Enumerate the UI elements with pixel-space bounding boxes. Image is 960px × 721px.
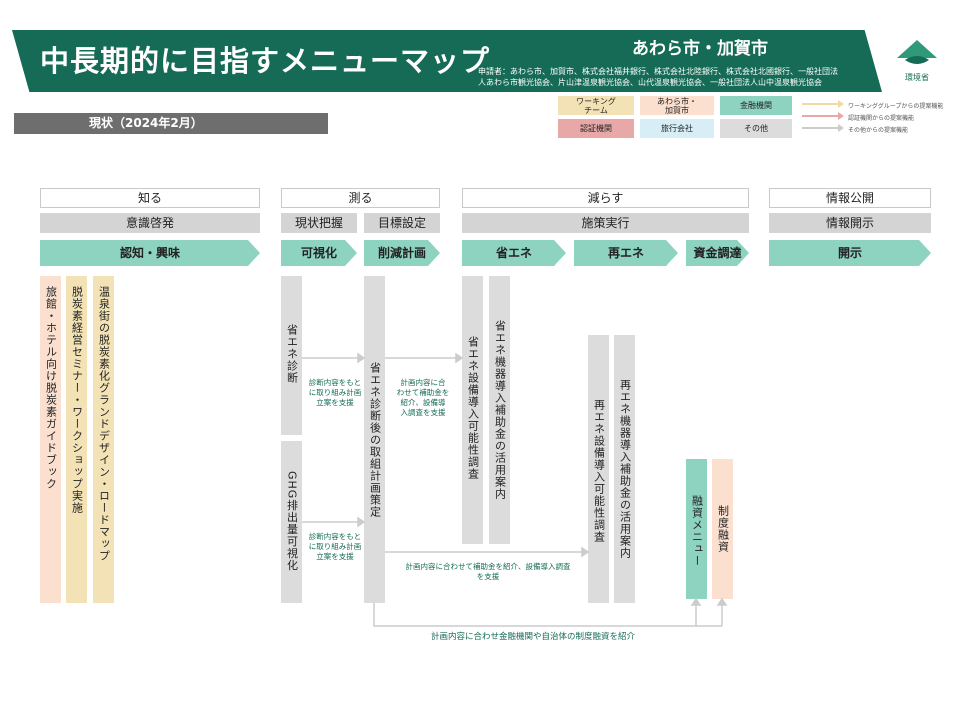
ministry-label: 環境省 (905, 73, 929, 82)
bar-finance-menu: 融資メニュー (686, 459, 707, 599)
bar-guidebook-label: 旅館・ホテル向け脱炭素ガイドブック (44, 286, 58, 490)
phase-know: 知る (40, 188, 260, 208)
phase-disclose: 情報公開 (769, 188, 931, 208)
phase-reduce: 減らす (462, 188, 749, 208)
page-title: 中長期的に目指すメニューマップ (40, 44, 491, 78)
step-energy-saving: 省エネ (462, 240, 566, 266)
legend-financial: 金融機関 (720, 96, 792, 115)
bar-ee-subsidy-label: 省エネ機器導入補助金の活用案内 (493, 320, 507, 500)
subphase-assess: 現状把握 (281, 213, 357, 233)
note-plan-support-2: 診断内容をもと に取り組み計画 立案を支援 (308, 532, 362, 561)
step-visualize: 可視化 (281, 240, 357, 266)
legend-other: その他 (720, 119, 792, 138)
subphase-disclosure: 情報開示 (769, 213, 931, 233)
bar-ee-subsidy: 省エネ機器導入補助金の活用案内 (489, 276, 510, 544)
legend-arrow-other: その他からの提案機能 (848, 127, 909, 134)
step-disclose: 開示 (769, 240, 931, 266)
step-reduction-plan: 削減計画 (364, 240, 440, 266)
subphase-awareness: 意識啓発 (40, 213, 260, 233)
ministry-logo-icon (893, 36, 941, 84)
note-subsidy-re: 計画内容に合わせて補助金を紹介、設備導入調査 を支援 (405, 562, 571, 581)
bar-re-feasibility: 再エネ設備導入可能性調査 (588, 335, 609, 603)
legend-working-team: ワーキング チーム (558, 96, 634, 115)
bar-plan-label: 省エネ診断後の取組計画策定 (368, 362, 382, 518)
bar-re-subsidy-label: 再エネ機器導入補助金の活用案内 (618, 379, 632, 559)
legend-arrow-wg: ワーキンググループからの提案機能 (848, 103, 944, 110)
bar-re-feasibility-label: 再エネ設備導入可能性調査 (592, 399, 606, 543)
legend-certification: 認証機関 (558, 119, 634, 138)
bar-finance-menu-label: 融資メニュー (690, 495, 704, 567)
bar-seminar: 脱炭素経営セミナー・ワークショップ実施 (66, 276, 87, 603)
bar-re-subsidy: 再エネ機器導入補助金の活用案内 (614, 335, 635, 603)
step-awareness-interest: 認知・興味 (40, 240, 260, 266)
bar-guidebook: 旅館・ホテル向け脱炭素ガイドブック (40, 276, 61, 603)
legend-arrows (802, 100, 844, 132)
bar-energy-audit: 省エネ診断 (281, 276, 302, 435)
note-loan-intro: 計画内容に合わせ金融機関や自治体の制度融資を紹介 (430, 632, 635, 642)
legend-arrow-cert: 認証機関からの提案機能 (848, 115, 915, 122)
legend-travel: 旅行会社 (640, 119, 714, 138)
bar-ee-feasibility: 省エネ設備導入可能性調査 (462, 276, 483, 544)
applicants-line-1: 申請者：あわら市、加賀市、株式会社福井銀行、株式会社北陸銀行、株式会社北國銀行、… (478, 67, 838, 76)
note-plan-support-1: 診断内容をもと に取り組み計画 立案を支援 (308, 378, 362, 407)
legend-city: あわら市・ 加賀市 (640, 96, 714, 115)
step-financing: 資金調達 (686, 240, 749, 266)
bar-ee-feasibility-label: 省エネ設備導入可能性調査 (466, 336, 480, 480)
bar-loan-system-label: 制度融資 (716, 505, 730, 553)
phase-measure: 測る (281, 188, 440, 208)
subphase-execute: 施策実行 (462, 213, 749, 233)
bar-ghg: GHG排出量可視化 (281, 441, 302, 603)
header-banner (12, 30, 882, 92)
bar-plan: 省エネ診断後の取組計画策定 (364, 276, 385, 603)
bar-ghg-label: GHG排出量可視化 (285, 471, 299, 572)
city-label: あわら市・加賀市 (632, 39, 768, 59)
bar-grand-design: 温泉街の脱炭素化グランドデザイン・ロードマップ (93, 276, 114, 603)
bar-seminar-label: 脱炭素経営セミナー・ワークショップ実施 (70, 286, 84, 514)
applicants-line-2: 人あわら市観光協会、片山津温泉観光協会、山代温泉観光協会、一般社団法人山中温泉観… (478, 78, 822, 87)
note-subsidy-ee: 計画内容に合 わせて補助金を 紹介、設備導 入調査を支援 (396, 378, 450, 417)
status-bar: 現状（2024年2月） (14, 113, 328, 134)
bar-energy-audit-label: 省エネ診断 (285, 324, 299, 384)
bar-loan-system: 制度融資 (712, 459, 733, 599)
subphase-target: 目標設定 (364, 213, 440, 233)
bar-grand-design-label: 温泉街の脱炭素化グランドデザイン・ロードマップ (97, 286, 111, 562)
step-renewable: 再エネ (574, 240, 678, 266)
applicants-text: 申請者：あわら市、加賀市、株式会社福井銀行、株式会社北陸銀行、株式会社北國銀行、… (478, 66, 868, 88)
